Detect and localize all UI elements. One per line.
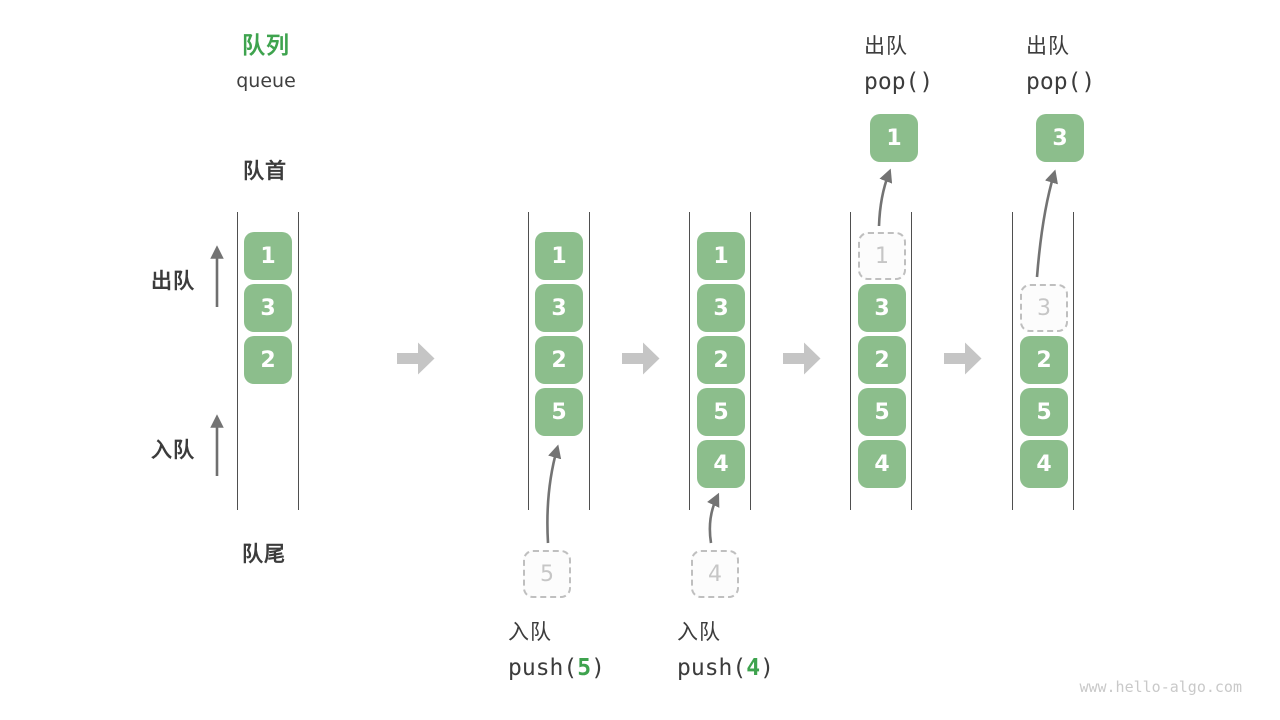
- queue-container-state3: [689, 212, 751, 510]
- op-push4: 入队 push(4): [677, 616, 774, 681]
- incoming-cell: 5: [523, 550, 571, 598]
- op-push5-code: push(5): [508, 655, 605, 681]
- op-pop2-code: pop(): [1026, 69, 1096, 95]
- op-push4-code: push(4): [677, 655, 774, 681]
- removed-cell: 1: [858, 232, 906, 280]
- queue-cell: 4: [1020, 440, 1068, 488]
- op-push5: 入队 push(5): [508, 616, 605, 681]
- queue-cell: 5: [1020, 388, 1068, 436]
- queue-cell: 1: [244, 232, 292, 280]
- op-pop1-code: pop(): [864, 69, 934, 95]
- op-pop1: 出队 pop(): [864, 30, 933, 95]
- queue-cell: 3: [697, 284, 745, 332]
- transition-arrow-icon: [783, 342, 821, 375]
- incoming-cell: 4: [691, 550, 739, 598]
- popped-cell: 1: [870, 114, 918, 162]
- queue-cell: 1: [697, 232, 745, 280]
- popped-cell: 3: [1036, 114, 1084, 162]
- transition-arrow-icon: [944, 342, 982, 375]
- op-pop2: 出队 pop(): [1026, 30, 1095, 95]
- op-pop1-label: 出队: [864, 34, 908, 58]
- queue-container-state4: [850, 212, 912, 510]
- queue-cell: 2: [697, 336, 745, 384]
- diagram-title: 队列 queue: [228, 26, 304, 92]
- queue-container-state5: [1012, 212, 1074, 510]
- queue-cell: 2: [1020, 336, 1068, 384]
- queue-cell: 5: [535, 388, 583, 436]
- queue-cell: 2: [244, 336, 292, 384]
- queue-cell: 2: [858, 336, 906, 384]
- queue-cell: 4: [858, 440, 906, 488]
- label-queue-rear: 队尾: [242, 542, 286, 566]
- title-en: queue: [236, 70, 296, 92]
- title-zh: 队列: [242, 33, 290, 59]
- op-push4-arg: 4: [746, 655, 761, 681]
- op-pop2-label: 出队: [1026, 34, 1070, 58]
- op-push4-label: 入队: [677, 620, 721, 644]
- transition-arrow-icon: [397, 342, 435, 375]
- queue-cell: 5: [858, 388, 906, 436]
- queue-container-state1: [237, 212, 299, 510]
- op-push5-arg: 5: [577, 655, 592, 681]
- watermark: www.hello-algo.com: [1079, 678, 1242, 696]
- queue-cell: 3: [858, 284, 906, 332]
- queue-cell: 2: [535, 336, 583, 384]
- removed-cell: 3: [1020, 284, 1068, 332]
- queue-cell: 4: [697, 440, 745, 488]
- queue-cell: 5: [697, 388, 745, 436]
- label-dequeue-side: 出队: [151, 269, 195, 293]
- queue-cell: 1: [535, 232, 583, 280]
- queue-cell: 3: [535, 284, 583, 332]
- op-push5-label: 入队: [508, 620, 552, 644]
- queue-container-state2: [528, 212, 590, 510]
- queue-cell: 3: [244, 284, 292, 332]
- label-queue-front: 队首: [243, 159, 287, 183]
- label-enqueue-side: 入队: [151, 438, 195, 462]
- transition-arrow-icon: [622, 342, 660, 375]
